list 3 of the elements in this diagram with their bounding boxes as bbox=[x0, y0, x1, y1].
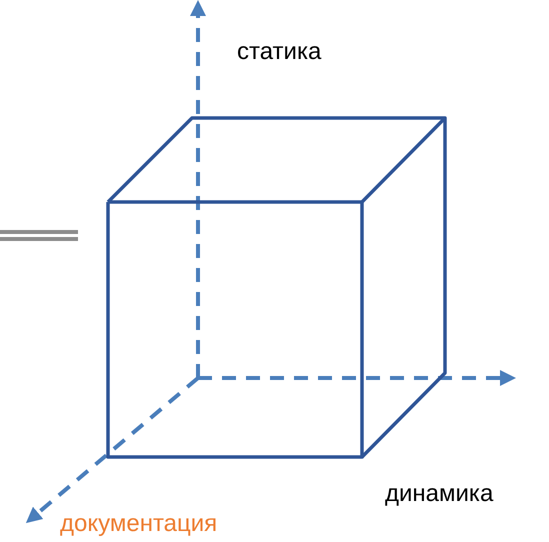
axis-label: статика bbox=[237, 38, 322, 66]
axis-label: документация bbox=[60, 510, 218, 538]
axis-label: динамика bbox=[385, 480, 494, 508]
